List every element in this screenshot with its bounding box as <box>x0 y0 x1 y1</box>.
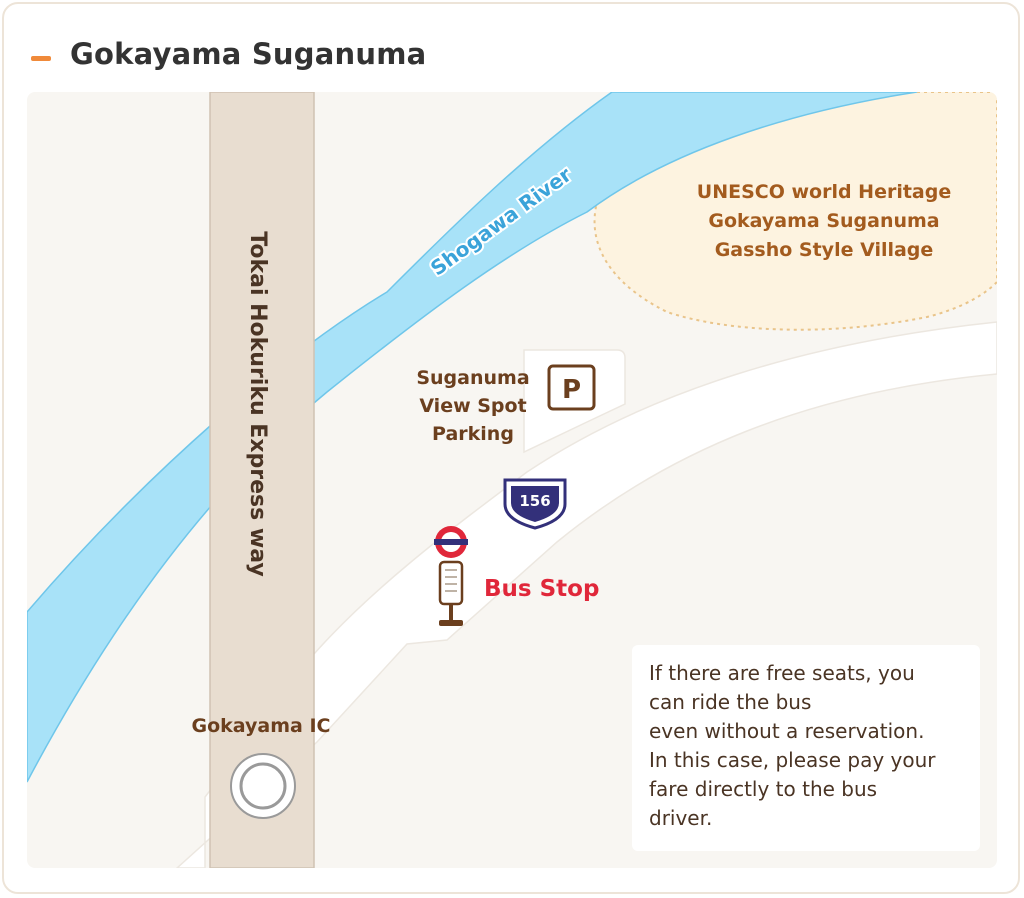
notice-line-6: driver. <box>649 806 713 830</box>
map-area: Shogawa River Tokai Hokuriku Express way… <box>27 92 997 868</box>
heritage-label-line-2: Gokayama Suganuma <box>708 210 939 232</box>
notice-line-1: If there are free seats, you <box>649 661 915 685</box>
parking-label-line-3: Parking <box>432 423 514 445</box>
parking-label-line-1: Suganuma <box>416 367 529 389</box>
parking-icon: P <box>547 364 596 411</box>
interchange-label: Gokayama IC <box>192 715 331 737</box>
notice-line-4: In this case, please pay your <box>649 748 936 772</box>
bus-stop-label: Bus Stop <box>484 576 599 602</box>
heritage-label-line-3: Gassho Style Village <box>715 239 934 261</box>
route-156-road <box>175 321 997 868</box>
reservation-notice: If there are free seats, you can ride th… <box>632 645 980 851</box>
map-canvas: Shogawa River Tokai Hokuriku Express way… <box>27 92 997 868</box>
route-shield-icon: 156 <box>503 478 567 530</box>
tokai-hokuriku-expressway <box>209 92 315 868</box>
notice-line-5: fare directly to the bus <box>649 777 878 801</box>
notice-line-2: can ride the bus <box>649 690 812 714</box>
expressway-label: Tokai Hokuriku Express way <box>245 231 270 576</box>
parking-symbol: P <box>562 375 581 405</box>
parking-label-line-2: View Spot <box>419 395 526 417</box>
title-accent-bar <box>31 56 51 61</box>
notice-line-3: even without a reservation. <box>649 719 925 743</box>
page-title: Gokayama Suganuma <box>70 37 427 71</box>
bus-stop-sign-icon <box>434 526 468 626</box>
interchange-icon <box>230 753 296 819</box>
heritage-label-line-1: UNESCO world Heritage <box>697 181 951 203</box>
route-number: 156 <box>519 492 550 510</box>
